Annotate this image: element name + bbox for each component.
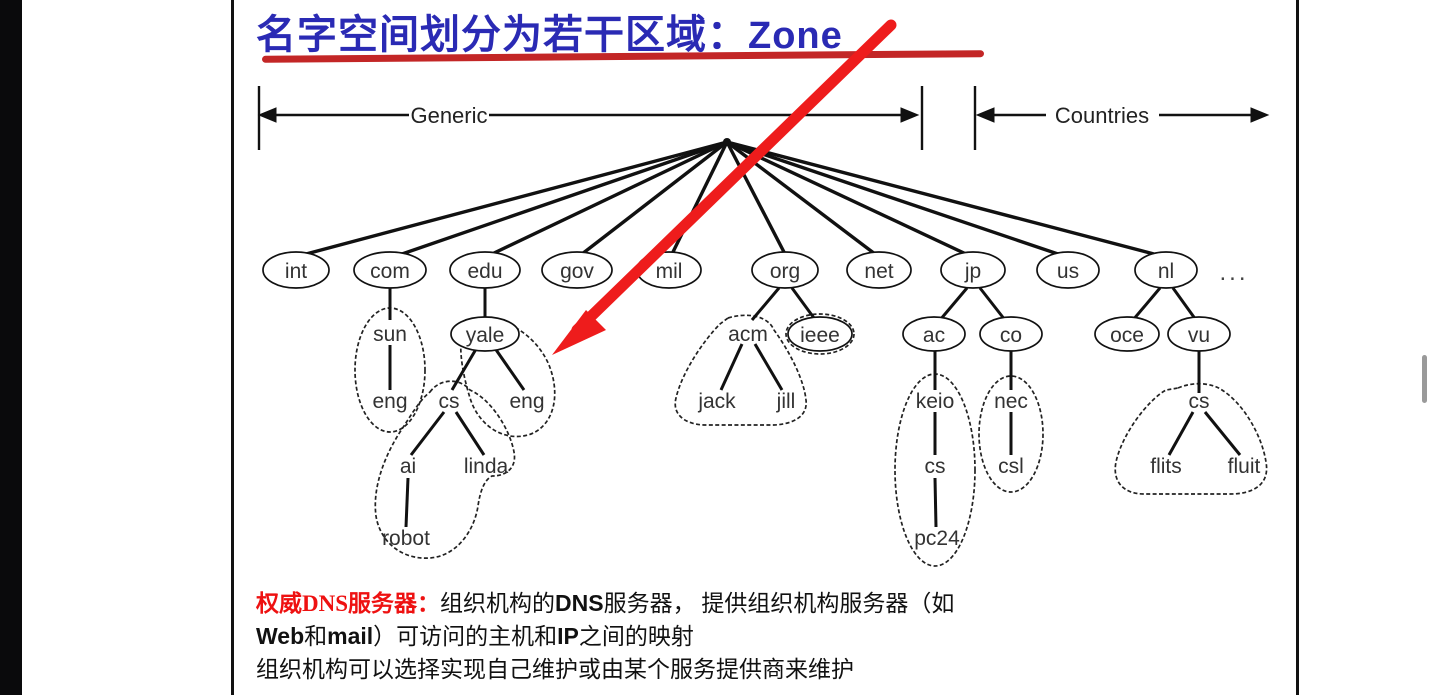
node-pc24[interactable]: pc24: [914, 527, 960, 550]
node-sun[interactable]: sun: [373, 323, 407, 346]
page-border-left: [231, 0, 234, 695]
tld-ellipsis: ...: [1219, 259, 1248, 286]
notes-line2-ip: IP: [557, 623, 579, 650]
span-label-generic: Generic: [410, 103, 487, 128]
oval-subnodes: yale ieee ac co oce: [450, 316, 1231, 352]
node-jill[interactable]: jill: [776, 390, 796, 413]
span-generic: [257, 86, 924, 150]
node-label: ac: [923, 324, 945, 347]
node-acm[interactable]: acm: [728, 323, 768, 346]
node-label: vu: [1188, 324, 1210, 347]
scrollbar-thumb[interactable]: [1422, 355, 1427, 403]
notes-line2-a: 和: [304, 624, 328, 650]
tld-label: nl: [1158, 260, 1174, 283]
zone-ieee: [785, 313, 855, 355]
node-cs-yale[interactable]: cs: [439, 390, 460, 413]
root-edges: [305, 140, 1155, 256]
tld-org[interactable]: org: [751, 251, 819, 289]
span-label-countries: Countries: [1055, 103, 1149, 128]
tld-label: org: [770, 260, 800, 283]
page-title-cjk: 名字空间划分为若干区域：: [256, 12, 748, 57]
node-fluit[interactable]: fluit: [1228, 455, 1261, 478]
node-label: ieee: [800, 324, 840, 347]
node-keio[interactable]: keio: [916, 390, 955, 413]
notes-line-2: Web和mail）可访问的主机和IP之间的映射: [256, 621, 1256, 652]
left-film-strip: [0, 0, 22, 695]
tld-label: int: [285, 260, 307, 283]
notes-line1-a: 组织机构的: [440, 591, 556, 616]
notes-line2-web: Web: [256, 623, 305, 650]
node-nec[interactable]: nec: [994, 390, 1028, 413]
tld-us[interactable]: us: [1036, 251, 1100, 289]
page-title-latin: Zone: [748, 15, 843, 57]
notes-line2-c: 之间的映射: [578, 624, 694, 650]
node-ieee[interactable]: ieee: [787, 316, 853, 352]
tld-gov[interactable]: gov: [541, 251, 613, 289]
notes-line-1: 权威DNS服务器：组织机构的DNS服务器， 提供组织机构服务器（如: [256, 588, 1256, 619]
zone-callout-arrow: [552, 19, 897, 355]
notes-highlight: 权威DNS服务器：: [256, 591, 441, 616]
node-eng-yale[interactable]: eng: [509, 390, 544, 413]
root-node: [723, 138, 731, 146]
tld-label: com: [370, 260, 410, 283]
node-eng-com[interactable]: eng: [372, 390, 407, 413]
slide-page: 名字空间划分为若干区域：Zone Generic Countries: [234, 0, 1296, 695]
tld-jp[interactable]: jp: [940, 251, 1006, 289]
tld-label: us: [1057, 260, 1079, 283]
tld-label: net: [864, 260, 893, 283]
notes-line2-mail: mail: [327, 623, 374, 650]
zone-acm-jack-jill: [674, 314, 807, 426]
node-jack[interactable]: jack: [697, 390, 736, 413]
tld-nl[interactable]: nl: [1134, 251, 1198, 289]
node-oce[interactable]: oce: [1094, 316, 1160, 352]
node-flits[interactable]: flits: [1150, 455, 1182, 478]
notes-line2-b: ）可访问的主机和: [373, 624, 558, 650]
node-ac[interactable]: ac: [902, 316, 966, 352]
notes-line1-b: 服务器， 提供组织机构服务器（如: [603, 591, 955, 616]
node-vu[interactable]: vu: [1167, 316, 1231, 352]
zone-boundaries: [354, 307, 1268, 567]
text-subnodes: sun eng cs eng ai linda robot acm jack j…: [372, 323, 1260, 550]
page-title: 名字空间划分为若干区域：Zone: [256, 2, 843, 60]
notes-line-3: 组织机构可以选择实现自己维护或由某个服务提供商来维护: [256, 656, 854, 682]
node-label: oce: [1110, 324, 1144, 347]
tld-label: gov: [560, 260, 594, 283]
node-ai[interactable]: ai: [400, 455, 416, 478]
zone-nec-csl: [978, 375, 1044, 493]
zone-cs-flits-fluit: [1114, 382, 1268, 495]
node-label: co: [1000, 324, 1022, 347]
tld-nodes: int com edu gov mil: [262, 251, 1198, 289]
page-border-right: [1296, 0, 1299, 695]
node-csl[interactable]: csl: [998, 455, 1024, 478]
tld-edu[interactable]: edu: [449, 251, 521, 289]
tld-int[interactable]: int: [262, 251, 330, 289]
tld-label: edu: [467, 260, 502, 283]
tld-label: jp: [964, 260, 981, 283]
span-countries: [973, 86, 1270, 150]
tld-label: mil: [656, 260, 683, 283]
node-cs-vu[interactable]: cs: [1189, 390, 1210, 413]
node-label: yale: [466, 324, 505, 347]
node-yale[interactable]: yale: [450, 316, 520, 352]
node-linda[interactable]: linda: [464, 455, 509, 478]
notes-block: 权威DNS服务器：组织机构的DNS服务器， 提供组织机构服务器（如 Web和ma…: [256, 588, 1256, 687]
node-robot[interactable]: robot: [382, 527, 430, 550]
notes-line1-dns: DNS: [555, 590, 604, 616]
dns-namespace-tree: Generic Countries: [257, 19, 1270, 567]
tld-net[interactable]: net: [846, 251, 912, 289]
node-co[interactable]: co: [979, 316, 1043, 352]
tld-com[interactable]: com: [353, 251, 427, 289]
zone-yale-eng: [459, 317, 556, 438]
node-cs-ac[interactable]: cs: [925, 455, 946, 478]
